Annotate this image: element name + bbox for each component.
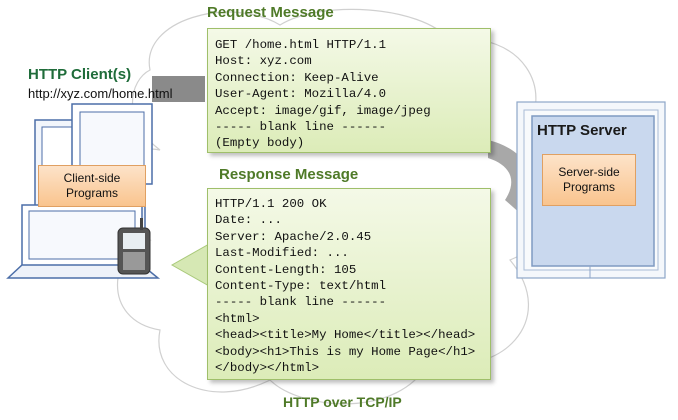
response-message-box: HTTP/1.1 200 OK Date: ... Server: Apache… [207, 188, 491, 380]
request-line: ----- blank line ------ [215, 120, 387, 135]
request-line: (Empty body) [215, 136, 305, 151]
client-side-programs-box: Client-side Programs [38, 165, 146, 207]
request-line: GET /home.html HTTP/1.1 [215, 38, 387, 52]
response-line: HTTP/1.1 200 OK [215, 197, 327, 211]
server-side-programs-box: Server-side Programs [542, 154, 636, 206]
response-line: ----- blank line ------ [215, 295, 387, 310]
request-arrow-tail [152, 76, 205, 102]
client-title: HTTP Client(s) [28, 66, 132, 83]
response-line: <head><title>My Home</title></head> [215, 328, 476, 343]
response-line: Content-Length: 105 [215, 262, 357, 277]
server-programs-label-1: Server-side [558, 165, 620, 179]
response-line: Server: Apache/2.0.45 [215, 229, 372, 244]
response-message-title: Response Message [219, 166, 359, 183]
request-line: Accept: image/gif, image/jpeg [215, 103, 431, 118]
request-message-lines: GET /home.html HTTP/1.1 Host: xyz.com Co… [208, 29, 490, 152]
request-line: Connection: Keep-Alive [215, 70, 379, 85]
client-url: http://xyz.com/home.html [28, 86, 173, 101]
request-line: User-Agent: Mozilla/4.0 [215, 87, 387, 102]
response-line: Content-Type: text/html [215, 279, 387, 294]
client-programs-label-2: Programs [65, 186, 118, 200]
server-programs-label-2: Programs [562, 180, 615, 194]
response-line: </body></html> [215, 361, 320, 376]
response-message-lines: HTTP/1.1 200 OK Date: ... Server: Apache… [208, 189, 490, 376]
response-line: Date: ... [215, 213, 282, 228]
response-line: Last-Modified: ... [215, 246, 349, 261]
request-message-box: GET /home.html HTTP/1.1 Host: xyz.com Co… [207, 28, 491, 153]
server-title: HTTP Server [537, 122, 627, 139]
transport-label: HTTP over TCP/IP [283, 394, 402, 410]
client-programs-label-1: Client-side [63, 171, 121, 185]
response-line: <html> [215, 311, 260, 326]
response-line: <body><h1>This is my Home Page</h1> [215, 344, 476, 359]
request-message-title: Request Message [207, 4, 334, 21]
request-line: Host: xyz.com [215, 54, 312, 69]
mobile-phone-icon [117, 218, 151, 275]
